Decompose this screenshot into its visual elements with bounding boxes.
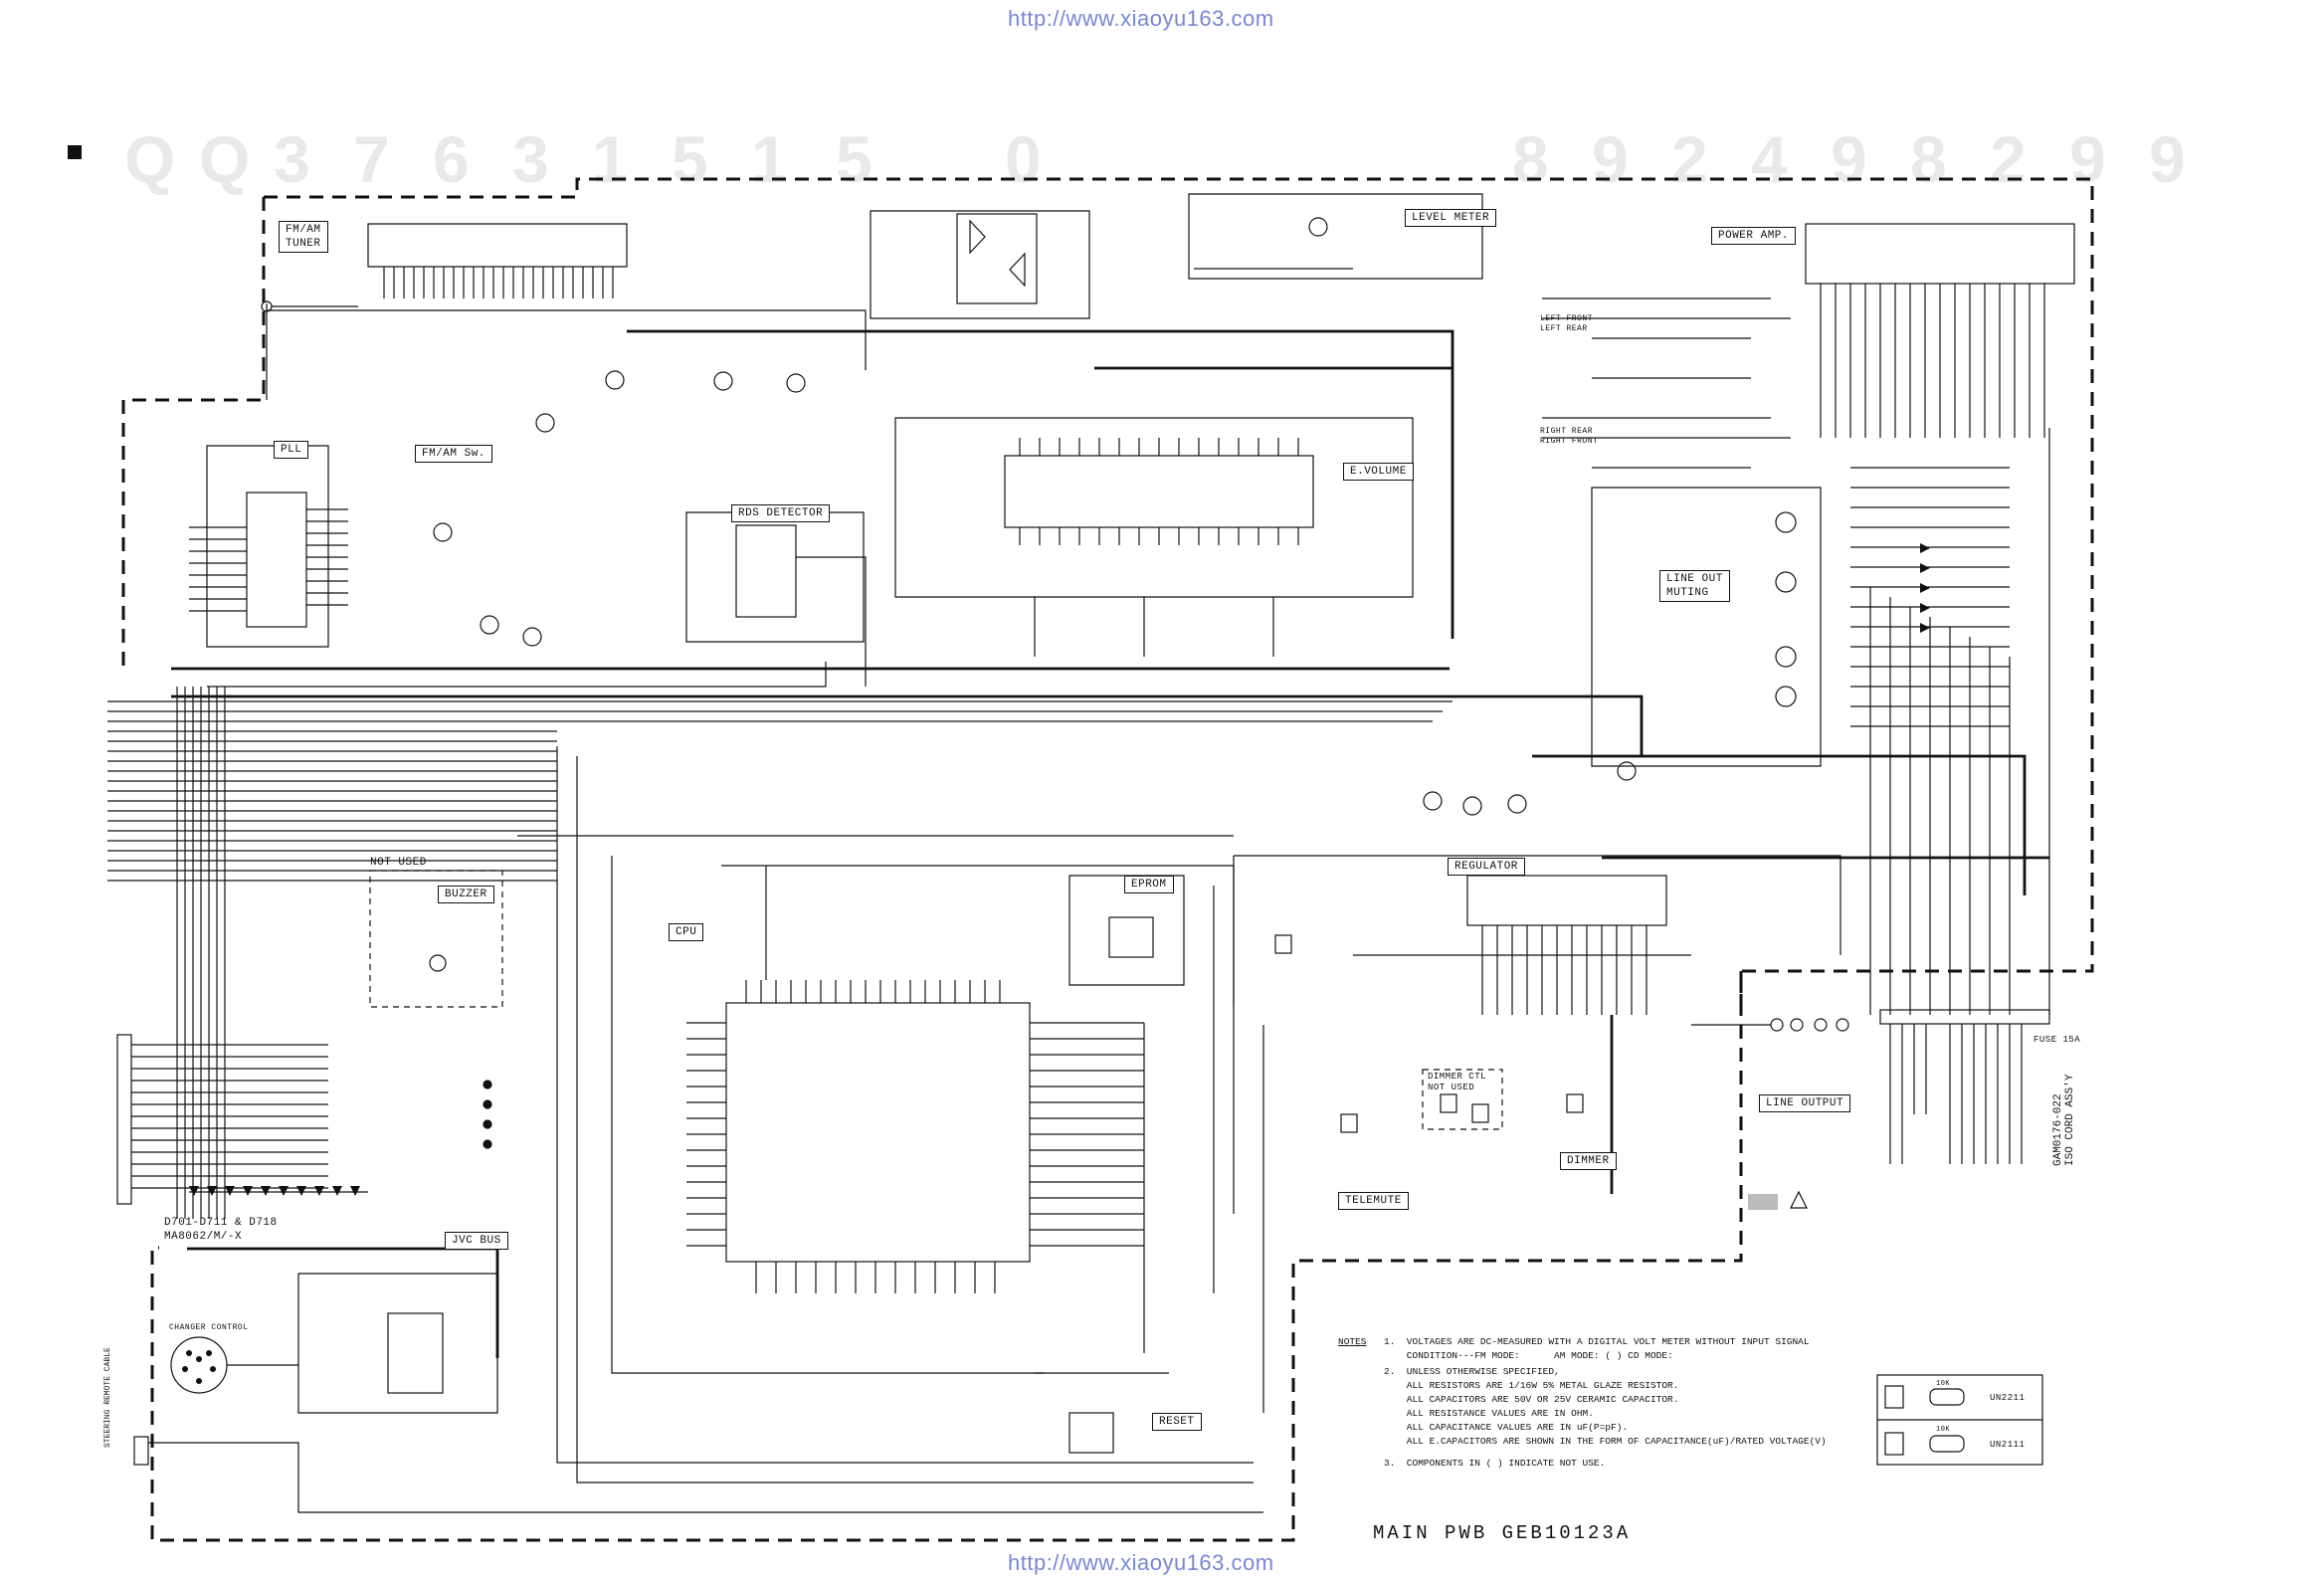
- cpu-left-pins: [686, 1022, 726, 1247]
- watermark-digit: 5: [836, 122, 872, 196]
- watermark-digit: 9: [2069, 122, 2106, 196]
- note-line: ALL CAPACITANCE VALUES ARE IN uF(P=pF).: [1384, 1422, 1629, 1433]
- watermark-digit: 9: [1831, 122, 1867, 196]
- cpu-top-pins: [745, 980, 1001, 1003]
- jvc-connector: [116, 1034, 132, 1205]
- notes-heading: NOTES: [1338, 1336, 1367, 1347]
- reset-label: RESET: [1152, 1413, 1202, 1431]
- watermark-digit: 5: [672, 122, 708, 196]
- watermark-digit: 1: [592, 122, 629, 196]
- cpu-right-pins: [1030, 1022, 1144, 1247]
- un2111-label: UN2111: [1990, 1440, 2026, 1450]
- right-front-label: RIGHT FRONT: [1540, 437, 1599, 446]
- level-meter-label: LEVEL METER: [1405, 209, 1497, 227]
- rds-ic: [735, 524, 797, 618]
- watermark-digit: Q: [199, 122, 251, 196]
- left-rear-label: LEFT REAR: [1540, 324, 1588, 333]
- line-output-label: LINE OUTPUT: [1759, 1094, 1851, 1112]
- dimmer-ctl-label: DIMMER CTL NOT USED: [1428, 1072, 1487, 1092]
- not-used-label: NOT USED: [370, 857, 427, 869]
- bottom-url[interactable]: http://www.xiaoyu163.com: [1008, 1550, 1274, 1575]
- buzzer-label: BUZZER: [438, 886, 494, 903]
- changer-control-label: CHANGER CONTROL: [169, 1323, 249, 1332]
- jvc-bus-label: JVC BUS: [445, 1232, 508, 1250]
- watermark-digit: 2: [1671, 122, 1708, 196]
- legend-resistor-bottom: 10K: [1936, 1426, 1951, 1434]
- watermark-digit: 1: [751, 122, 788, 196]
- tuner-pins: [383, 267, 614, 298]
- board-outline-left: [121, 197, 266, 672]
- regulator-ic: [1466, 875, 1667, 926]
- line-out-muting-label: LINE OUT MUTING: [1659, 570, 1730, 602]
- steering-cable-text: STEERING REMOTE CABLE: [103, 1347, 112, 1448]
- board-outline: [150, 177, 2094, 1542]
- note-line: ALL RESISTANCE VALUES ARE IN OHM.: [1384, 1408, 1594, 1419]
- pll-label: PLL: [274, 441, 309, 459]
- tuner-label: FM/AM TUNER: [279, 221, 328, 253]
- watermark-digit: 4: [1751, 122, 1788, 196]
- dimmer-label: DIMMER: [1560, 1152, 1617, 1170]
- watermark-digit: 9: [2149, 122, 2186, 196]
- un2211-label: UN2211: [1990, 1393, 2026, 1403]
- eprom-ic: [1108, 916, 1154, 958]
- evolume-ic: [1004, 455, 1314, 528]
- watermark-digit: Q: [124, 122, 176, 196]
- note-line: ALL CAPACITORS ARE 50V OR 25V CERAMIC CA…: [1384, 1394, 1679, 1405]
- steering-cable-label: STEERING REMOTE CABLE: [103, 1347, 112, 1448]
- watermark-digit: 3: [512, 122, 549, 196]
- cpu-label: CPU: [669, 923, 704, 941]
- note-line: CONDITION---FM MODE: AM MODE: ( ) CD MOD…: [1384, 1350, 1673, 1361]
- watermark-digit: 8: [1910, 122, 1947, 196]
- note-line: 2. UNLESS OTHERWISE SPECIFIED,: [1384, 1366, 1560, 1377]
- fuse-label: FUSE 15A: [2034, 1035, 2081, 1045]
- cpu-bottom-pins: [755, 1262, 996, 1293]
- right-rear-label: RIGHT REAR: [1540, 427, 1594, 436]
- board-title: MAIN PWB GEB10123A: [1373, 1522, 1632, 1544]
- fm-am-switch-label: FM/AM Sw.: [415, 445, 492, 463]
- pll-ic: [246, 492, 307, 628]
- watermark-digit: 3: [274, 122, 310, 196]
- diode-row: [189, 1186, 360, 1196]
- iso-cord-text: GAM0176-022 ISO CORD ASS'Y: [2052, 1074, 2076, 1166]
- iso-connector: [1879, 1009, 2050, 1025]
- top-url[interactable]: http://www.xiaoyu163.com: [1008, 6, 1274, 31]
- power-amp-connector: [1805, 223, 2075, 285]
- e-volume-label: E.VOLUME: [1343, 463, 1414, 481]
- watermark-digit: 7: [353, 122, 390, 196]
- din-connector: [170, 1336, 228, 1394]
- note-line: ALL RESISTORS ARE 1/16W 5% METAL GLAZE R…: [1384, 1380, 1679, 1391]
- note-line: 1. VOLTAGES ARE DC-MEASURED WITH A DIGIT…: [1384, 1336, 1810, 1347]
- power-amp-label: POWER AMP.: [1711, 227, 1797, 245]
- section-marker-square: [68, 145, 82, 159]
- rds-detector-label: RDS DETECTOR: [731, 504, 831, 522]
- left-vertical-bus: [176, 687, 226, 1219]
- watermark-digit: 9: [1592, 122, 1629, 196]
- note-line: ALL E.CAPACITORS ARE SHOWN IN THE FORM O…: [1384, 1436, 1827, 1447]
- telemute-label: TELEMUTE: [1338, 1192, 1409, 1210]
- watermark-digit: 6: [433, 122, 470, 196]
- watermark-digit: 0: [1005, 122, 1042, 196]
- left-bus: [107, 700, 1452, 882]
- cpu-ic: [725, 1002, 1031, 1263]
- changer-ic: [387, 1312, 444, 1394]
- watermark-digit: 2: [1990, 122, 2027, 196]
- note-line: 3. COMPONENTS IN ( ) INDICATE NOT USE.: [1384, 1458, 1606, 1469]
- iso-cord-label: GAM0176-022 ISO CORD ASS'Y: [2052, 1075, 2076, 1166]
- regulator-label: REGULATOR: [1448, 858, 1525, 876]
- left-front-label: LEFT FRONT: [1540, 314, 1594, 323]
- legend-resistor-top: 10K: [1936, 1380, 1951, 1388]
- diode-note: D701-D711 & D718 MA8062/M/-X: [164, 1217, 278, 1243]
- watermark-digit: 8: [1512, 122, 1549, 196]
- eprom-label: EPROM: [1124, 876, 1174, 893]
